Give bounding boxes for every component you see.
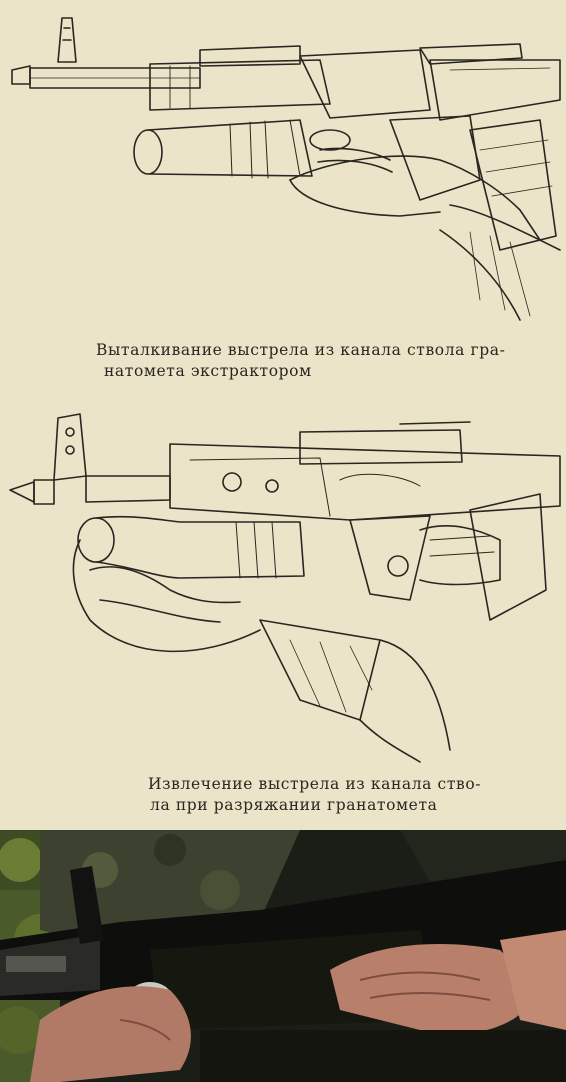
figure-2-caption-line-2: ла при разряжании гранатомета: [150, 796, 438, 814]
figure-2-caption-line-1: Извлечение выстрела из канала ство-: [148, 775, 482, 793]
figure-1-caption: Выталкивание выстрела из канала ствола г…: [96, 340, 505, 382]
book-page: Выталкивание выстрела из канала ствола г…: [0, 0, 566, 816]
figure-1-caption-line-1: Выталкивание выстрела из канала ствола г…: [96, 341, 506, 359]
figure-2-illustration: [0, 390, 566, 770]
rifle-photograph: [0, 830, 566, 1082]
figure-1-illustration: [0, 0, 566, 330]
figure-2-caption: Извлечение выстрела из канала ство- ла п…: [148, 774, 481, 816]
figure-1-caption-line-2: натомета экстрактором: [104, 362, 312, 380]
